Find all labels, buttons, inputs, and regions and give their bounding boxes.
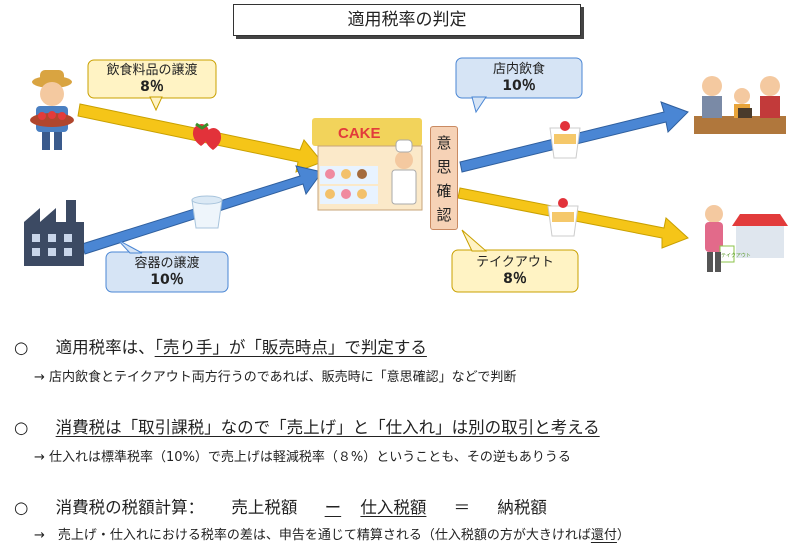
- takeout-label: テイクアウト: [476, 255, 554, 270]
- intent-char-4: 認: [436, 206, 452, 224]
- cup-icon: [191, 195, 223, 229]
- farmer-illustration: [30, 70, 74, 150]
- note-3-tax-payable: 納税額: [497, 498, 547, 517]
- dine-in-label: 店内飲食: [492, 62, 545, 77]
- note-1-sub: → 店内飲食とテイクアウト両方行うのであれば、販売時に「意思確認」などで判断: [34, 370, 517, 385]
- dining-family-illustration: [694, 76, 786, 134]
- note-3-sales-tax: 売上税額: [231, 498, 298, 517]
- note-1-part-2: 「売り手」が「販売時点」で判定する: [154, 338, 427, 357]
- takeout-rate: 8％: [503, 271, 527, 287]
- intent-char-3: 確: [436, 182, 452, 200]
- shop-sign: CAKE: [338, 125, 381, 142]
- note-3-minus: ー: [324, 498, 342, 517]
- note-3-equals: ＝: [453, 498, 471, 517]
- page-title: 適用税率の判定: [233, 4, 581, 36]
- note-1-main: ○ 適用税率は、「売り手」が「販売時点」で判定する: [14, 334, 427, 358]
- takeout-customer-illustration: [705, 205, 788, 272]
- parfait-dine-in-icon: [549, 121, 581, 159]
- takeout-callout-bubble: [451, 229, 579, 293]
- note-3-bullet: ○: [14, 498, 29, 517]
- factory-illustration: [24, 200, 84, 266]
- note-3-sub-refund: 還付: [590, 528, 617, 543]
- dine-in-rate: 10％: [502, 78, 536, 94]
- note-1-bullet: ○: [14, 338, 29, 357]
- bag-label: テイクアウト: [721, 252, 751, 259]
- note-2-main: ○ 消費税は「取引課税」なので「売上げ」と「仕入れ」は別の取引と考える: [14, 414, 600, 438]
- note-3-part-1: 消費税の税額計算：: [55, 498, 205, 517]
- cake-shop-illustration: [312, 118, 423, 211]
- note-3-sub-part-1: → 売上げ・仕入れにおける税率の差は、申告を通じて精算される（仕入税額の方が大き…: [34, 528, 591, 543]
- container-transfer-callout: 容器の譲渡 10％: [106, 252, 228, 292]
- note-3-sub-part-3: ）: [616, 528, 630, 543]
- strawberry-icon: [192, 122, 222, 150]
- container-transfer-label: 容器の譲渡: [134, 256, 200, 271]
- note-3-purchase-tax: 仕入税額: [360, 498, 427, 517]
- flow-diagram: CAKE テイクアウト: [24, 57, 788, 293]
- note-1-part-1: 適用税率は、: [55, 338, 155, 357]
- note-3-sub: → 売上げ・仕入れにおける税率の差は、申告を通じて精算される（仕入税額の方が大き…: [34, 524, 630, 543]
- container-transfer-rate: 10％: [150, 272, 184, 288]
- dine-in-callout-bubble: [455, 57, 583, 114]
- dine-in-callout: 店内飲食 10％: [456, 58, 582, 98]
- note-3-main: ○ 消費税の税額計算： 売上税額 ー 仕入税額 ＝ 納税額: [14, 494, 547, 518]
- note-2-sub: → 仕入れは標準税率（10%）で売上げは軽減税率（８%）ということも、その逆もあ…: [34, 450, 571, 465]
- food-callout-bubble: [87, 59, 217, 112]
- parfait-takeout-icon: [547, 198, 579, 237]
- food-transfer-label: 飲食料品の譲渡: [106, 63, 198, 78]
- intent-char-1: 意: [436, 134, 452, 152]
- food-transfer-callout: 飲食料品の譲渡 8％: [88, 60, 216, 98]
- takeout-callout: テイクアウト 8％: [452, 250, 578, 292]
- note-2-bullet: ○: [14, 418, 29, 437]
- container-callout-bubble: [105, 239, 229, 293]
- intent-char-2: 思: [436, 158, 452, 176]
- food-transfer-rate: 8％: [140, 79, 164, 95]
- intent-check-box: 意 思 確 認: [430, 126, 458, 230]
- note-2-part-1: 消費税は「取引課税」なので「売上げ」と「仕入れ」は別の取引と考える: [55, 418, 600, 437]
